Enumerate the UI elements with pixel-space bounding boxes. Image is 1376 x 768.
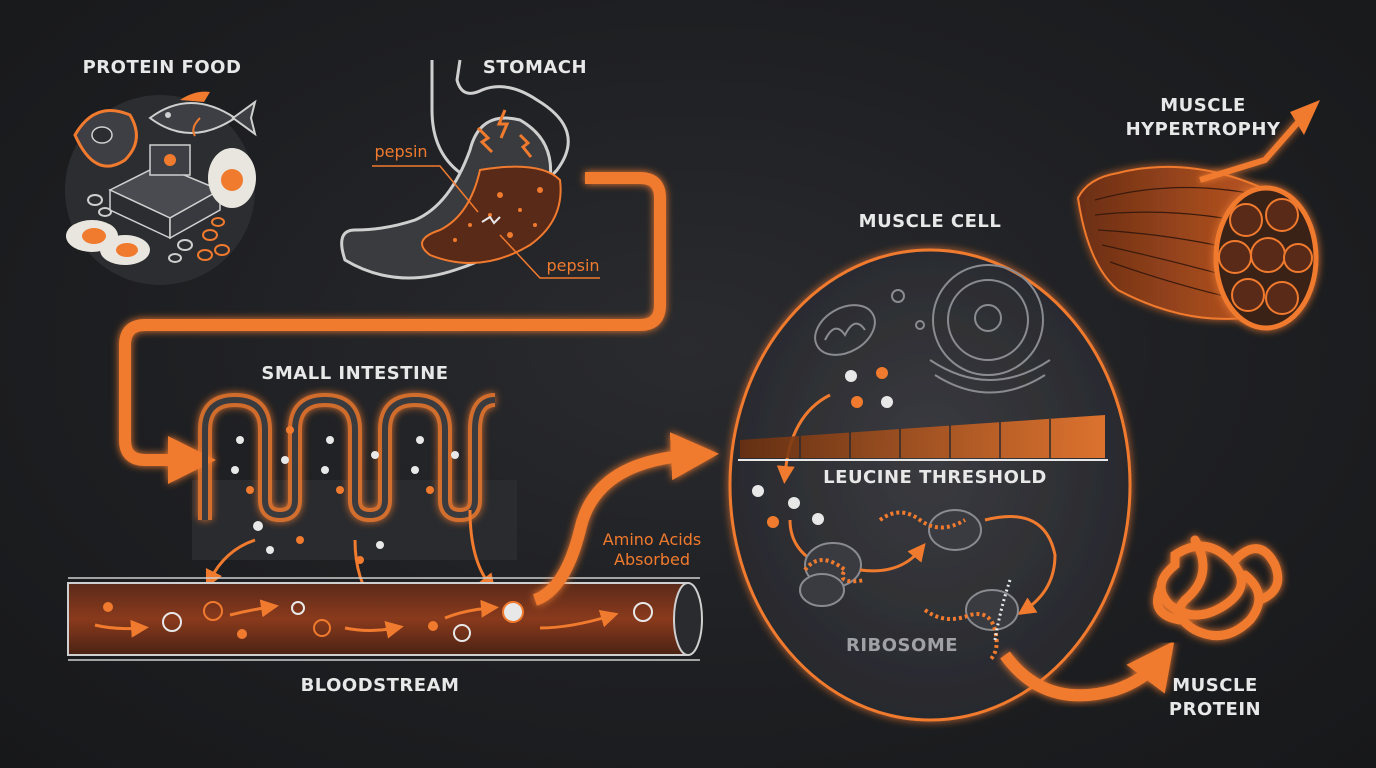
leucine-threshold-bar: [738, 415, 1108, 461]
pepsin-label-top: pepsin: [374, 142, 428, 161]
mitochondrion-icon: [814, 304, 876, 356]
protein-food-label: PROTEIN FOOD: [82, 57, 242, 78]
small-intestine-illustration: [192, 392, 517, 613]
protein-food-illustration: [65, 91, 257, 285]
acid-bolt-icon: [496, 109, 510, 139]
leucine-threshold-label: LEUCINE THRESHOLD: [823, 467, 1047, 488]
pepsin-label-bottom: pepsin: [546, 256, 600, 275]
cell-to-protein-arrow: [1000, 640, 1175, 702]
stomach-label: STOMACH: [482, 57, 588, 78]
ribosome-icon: [878, 509, 982, 551]
acid-bolt-icon: [518, 133, 533, 158]
stomach-illustration: [340, 59, 600, 280]
egg-halves-icon: [66, 220, 150, 265]
fish-icon: [148, 91, 257, 137]
bloodstream-label: BLOODSTREAM: [300, 675, 460, 696]
muscle-cell-label: MUSCLE CELL: [858, 211, 1002, 232]
nucleus-icon: [929, 264, 1051, 394]
ribosome-icon: [923, 579, 1019, 662]
amino-acids-absorbed-label: Amino Acids Absorbed: [602, 530, 702, 569]
bloodstream-vessel: [67, 577, 703, 661]
stomach-to-intestine-arrow: [119, 172, 666, 484]
ribosome-icon: [799, 542, 866, 607]
egg-icon: [208, 148, 256, 208]
muscle-hypertrophy-icon: [1076, 100, 1320, 331]
acid-bolt-icon: [476, 126, 494, 154]
muscle-cell: [728, 248, 1132, 722]
muscle-hypertrophy-label: MUSCLE HYPERTROPHY: [1125, 95, 1281, 140]
muscle-protein-icon: [1153, 535, 1283, 641]
beans-icon: [87, 194, 230, 263]
blood-to-cell-arrow: [532, 432, 719, 606]
small-intestine-label: SMALL INTESTINE: [261, 363, 449, 384]
muscle-protein-label: MUSCLE PROTEIN: [1168, 675, 1262, 720]
ribosome-label: RIBOSOME: [845, 635, 959, 656]
steak-icon: [73, 109, 138, 168]
